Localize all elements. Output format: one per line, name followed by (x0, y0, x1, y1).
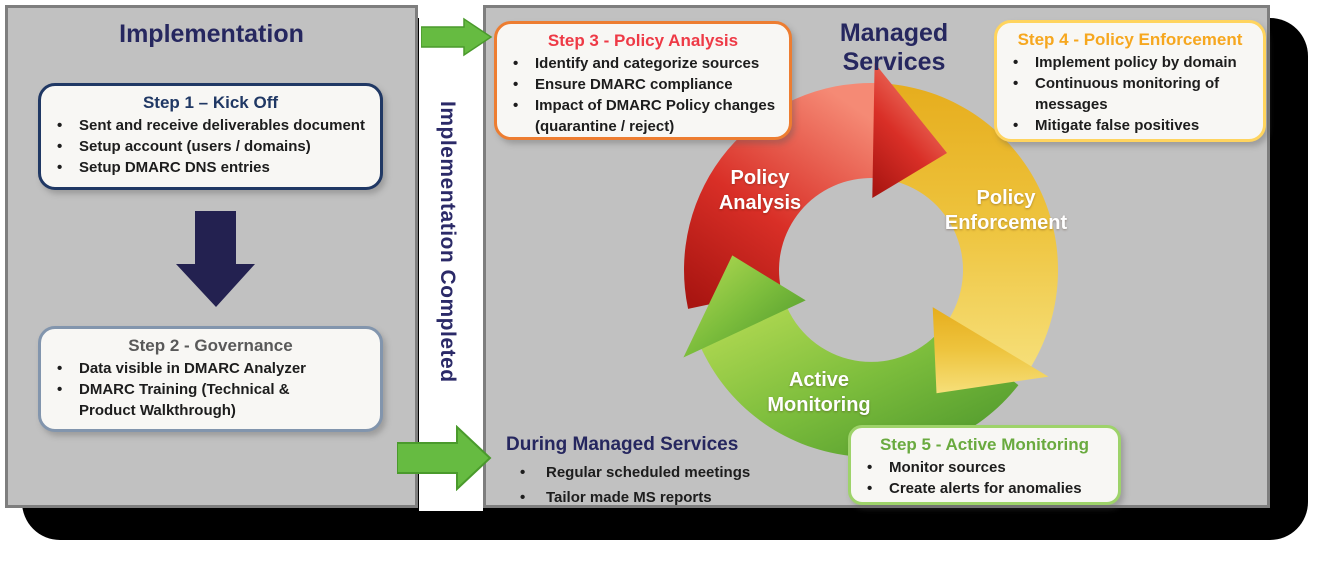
bullet-text: Create alerts for anomalies (889, 480, 1082, 497)
bullet-text: DMARC Training (Technical & Product Walk… (79, 381, 290, 419)
step5-title: Step 5 - Active Monitoring (879, 435, 1090, 454)
bullet: Regular scheduled meetings (506, 460, 806, 485)
bullet-text: Regular scheduled meetings (546, 464, 751, 481)
bullet: Ensure DMARC compliance (497, 74, 789, 95)
bullet: DMARC Training (Technical & Product Walk… (41, 379, 380, 421)
step5-box: Step 5 - Active Monitoring Monitor sourc… (848, 425, 1121, 505)
bullet: Continuous monitoring of messages (997, 73, 1263, 115)
bullet-text: Identify and categorize sources (535, 55, 760, 72)
bullet: Monitor sources (851, 457, 1118, 478)
step1-title: Step 1 – Kick Off (142, 93, 279, 112)
cycle-segment-policy-analysis: Policy Analysis (718, 167, 802, 214)
during-managed-services: During Managed Services Regular schedule… (506, 434, 806, 510)
cycle-arrow (932, 307, 1049, 394)
bullet: Sent and receive deliverables document (41, 115, 380, 136)
bullet-text: Data visible in DMARC Analyzer (79, 360, 306, 377)
step3-title: Step 3 - Policy Analysis (547, 31, 739, 50)
bullet-text: Sent and receive deliverables document (79, 117, 365, 134)
bullet-text: Mitigate false positives (1035, 117, 1200, 134)
bullet-text: Setup account (users / domains) (79, 138, 311, 155)
bullet: Data visible in DMARC Analyzer (41, 358, 380, 379)
during-title: During Managed Services (506, 434, 739, 455)
step1-box: Step 1 – Kick Off Sent and receive deliv… (38, 83, 383, 190)
right-arrow-top-icon (421, 17, 493, 57)
step4-box: Step 4 - Policy Enforcement Implement po… (994, 20, 1266, 142)
bullet-text: Tailor made MS reports (546, 489, 712, 506)
bullet-text: Impact of DMARC Policy changes (quaranti… (535, 97, 776, 135)
bullet-text: Continuous monitoring of messages (1035, 75, 1220, 113)
implementation-completed-label: Implementation Completed (436, 101, 459, 383)
bullet: Setup DMARC DNS entries (41, 157, 380, 178)
bullet-text: Setup DMARC DNS entries (79, 159, 270, 176)
cycle-arrow (684, 82, 878, 309)
step2-title: Step 2 - Governance (128, 336, 293, 355)
bullet: Create alerts for anomalies (851, 478, 1118, 499)
bullet: Tailor made MS reports (506, 485, 806, 510)
bullet-text: Monitor sources (889, 459, 1006, 476)
managed-services-title: Managed Services (839, 19, 949, 76)
step3-box: Step 3 - Policy Analysis Identify and ca… (494, 21, 792, 140)
bullet: Implement policy by domain (997, 52, 1263, 73)
down-arrow-icon (176, 211, 255, 307)
implementation-panel: Implementation Step 1 – Kick Off Sent an… (5, 5, 418, 508)
bullet-text: Ensure DMARC compliance (535, 76, 733, 93)
cycle-segment-active-monitoring: Active Monitoring (767, 369, 871, 416)
step4-title: Step 4 - Policy Enforcement (1017, 30, 1243, 49)
right-arrow-bottom-icon (397, 425, 492, 491)
cycle-arrow (872, 63, 947, 198)
bullet: Setup account (users / domains) (41, 136, 380, 157)
managed-services-panel: Managed Services Policy Analysis Policy … (483, 5, 1270, 510)
bullet: Identify and categorize sources (497, 53, 789, 74)
bullet: Impact of DMARC Policy changes (quaranti… (497, 95, 789, 137)
cycle-arrow (683, 255, 806, 358)
bullet: Mitigate false positives (997, 115, 1263, 136)
cycle-segment-policy-enforcement: Policy Enforcement (944, 187, 1068, 234)
panel-gap (419, 0, 483, 511)
implementation-title: Implementation (119, 20, 304, 48)
lifecycle-cycle-diagram (683, 63, 1059, 458)
step2-box: Step 2 - Governance Data visible in DMAR… (38, 326, 383, 432)
bullet-text: Implement policy by domain (1035, 54, 1237, 71)
